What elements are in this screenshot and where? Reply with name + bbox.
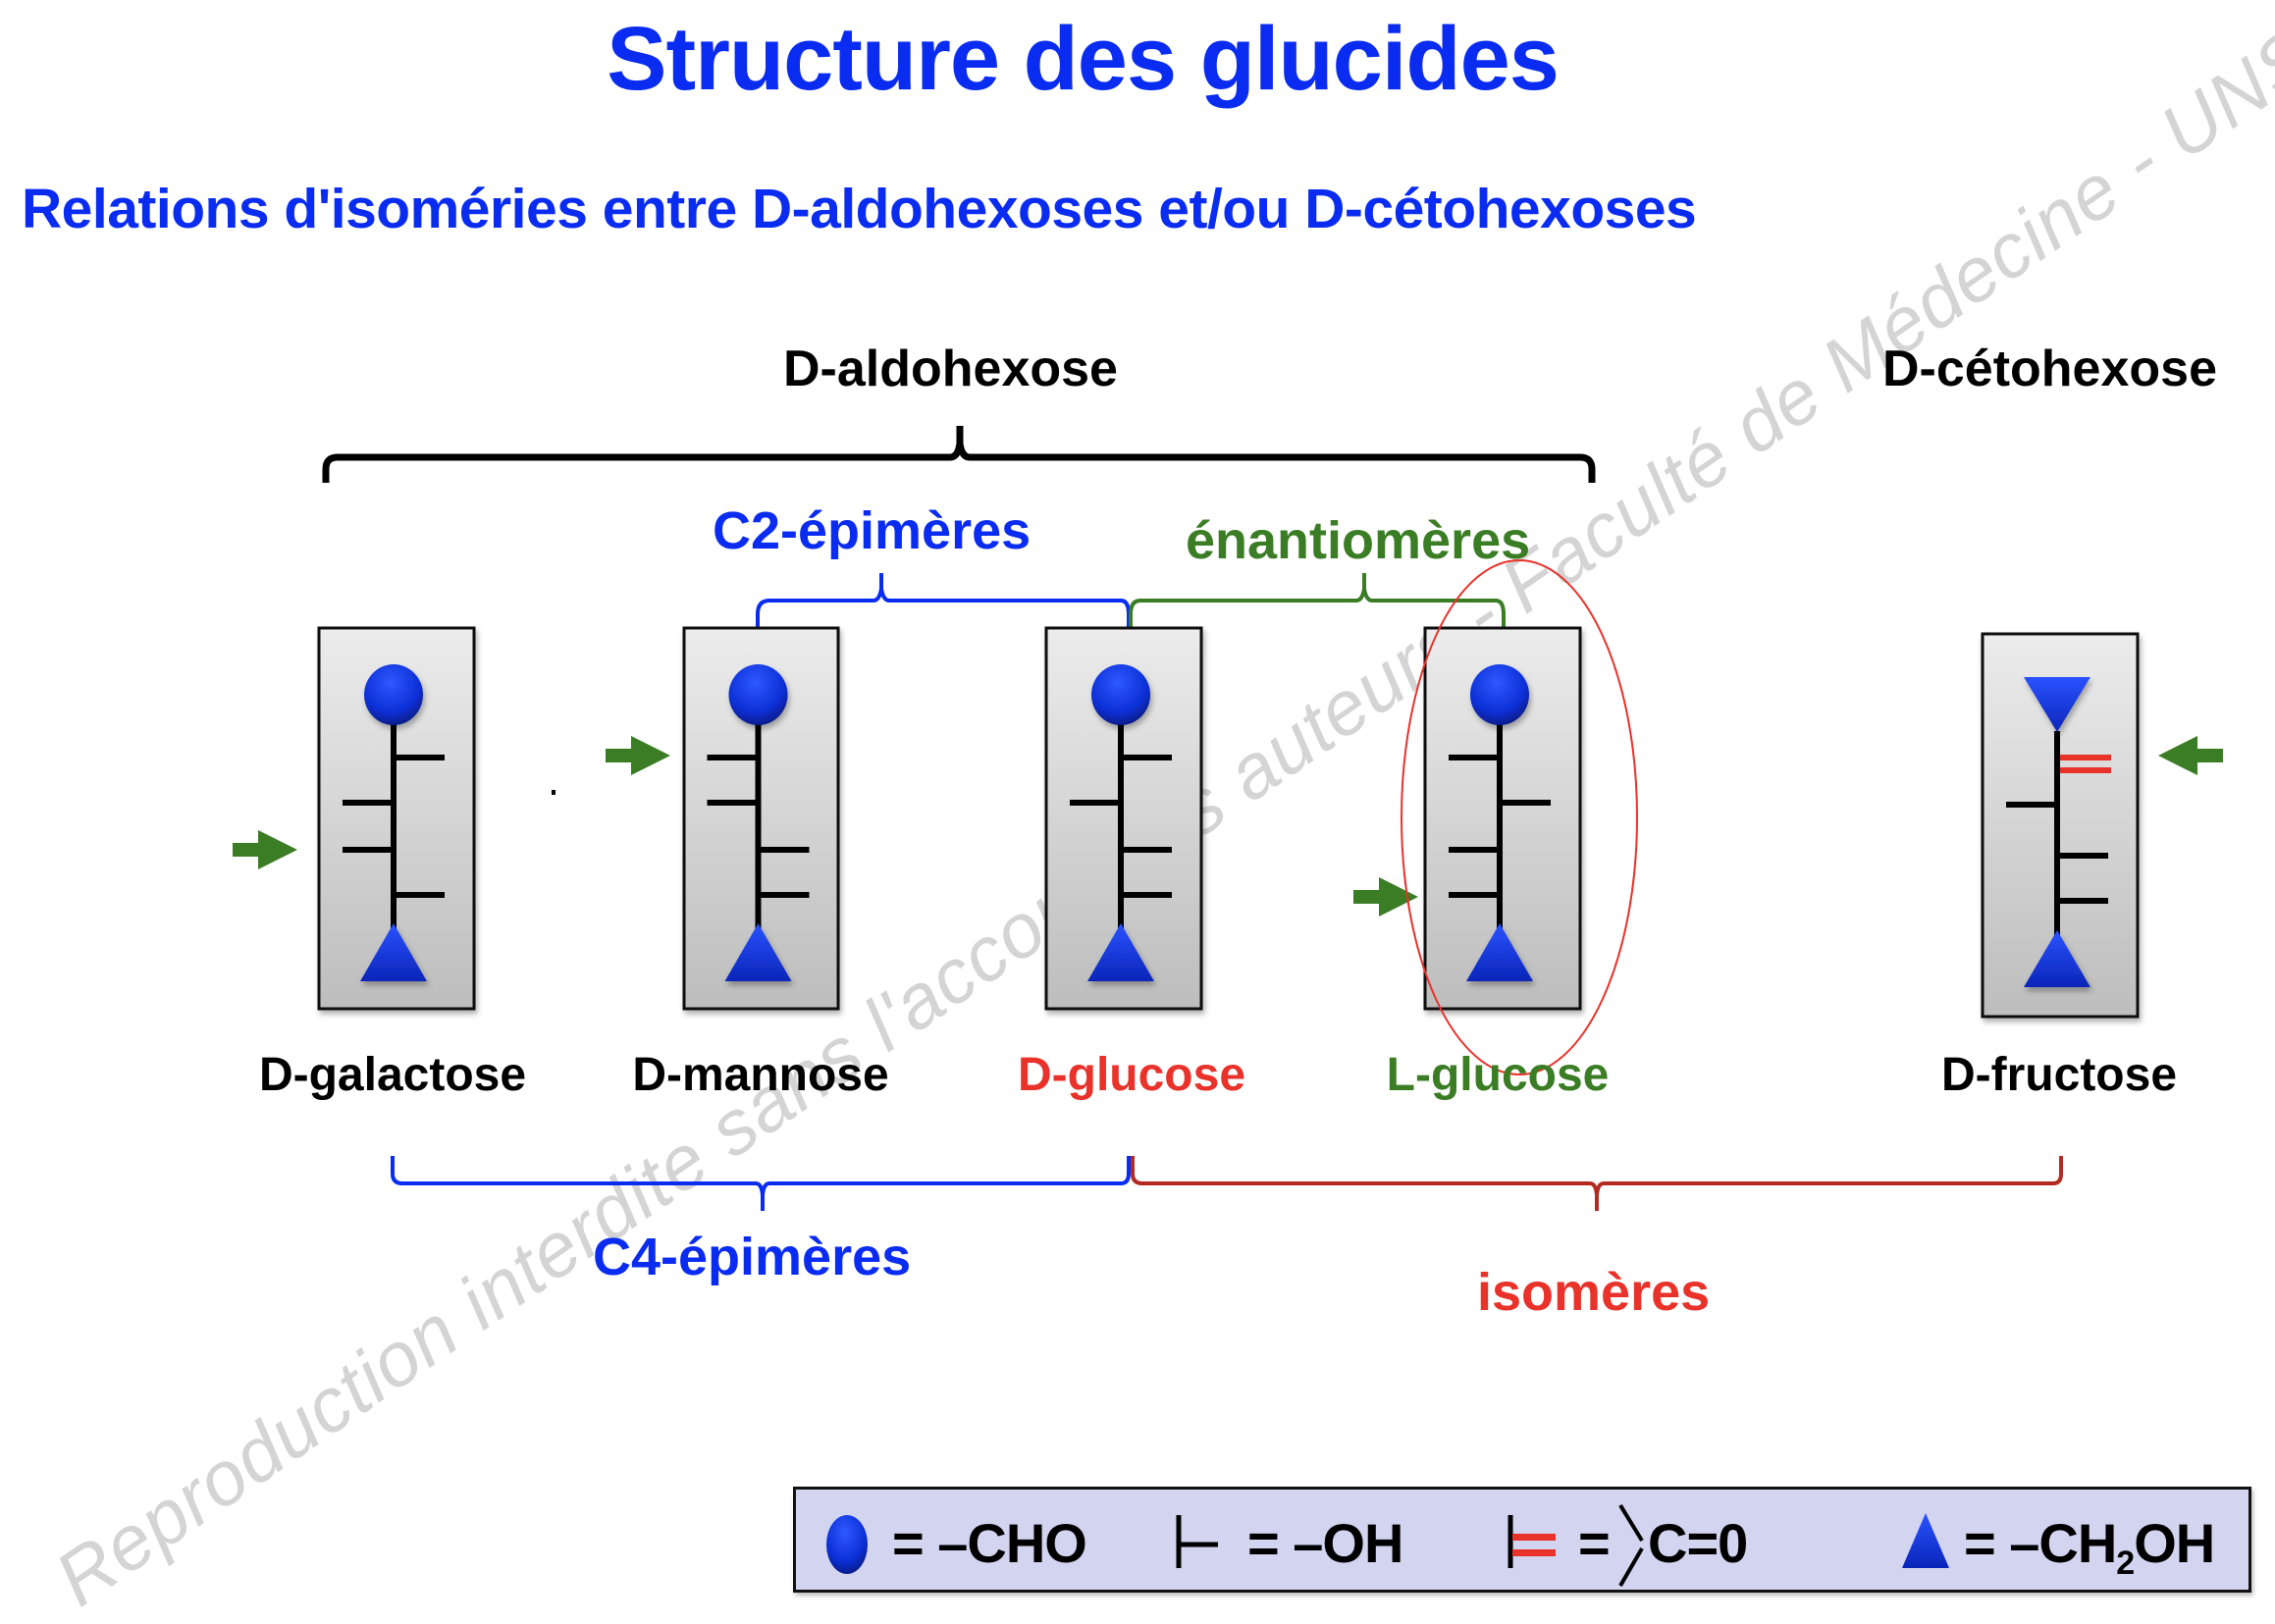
legend-ch2oh-suffix: OH xyxy=(2134,1512,2215,1574)
legend-oh-label: = –OH xyxy=(1247,1512,1403,1574)
bracket-aldohexose xyxy=(322,426,1596,483)
relation-label-c2-epimers: C2-épimères xyxy=(713,501,1032,560)
carbonyl-bond xyxy=(2060,755,2111,760)
ch2oh-triangle-down-icon xyxy=(2024,677,2090,732)
legend-ch2oh-label: = –CH2OH xyxy=(1964,1511,2215,1583)
l-glucose-highlight-ellipse xyxy=(1401,559,1638,1075)
molecule-box-d-fructose xyxy=(1981,632,2140,1019)
molecule-box-l-glucose xyxy=(1423,626,1582,1011)
stray-dot xyxy=(552,790,556,795)
legend-cho-ball-icon xyxy=(826,1515,868,1574)
molecule-box-d-mannose xyxy=(682,626,840,1011)
molecule-box-d-galactose xyxy=(317,626,476,1011)
legend-carbonyl-bond-icon xyxy=(1508,1515,1556,1568)
green-arrow-icon xyxy=(1353,877,1418,917)
cho-ball-icon xyxy=(728,664,788,725)
molecule-name-galactose: D-galactose xyxy=(258,1049,527,1101)
relation-label-enantiomers: énantiomères xyxy=(1186,511,1531,570)
molecule-box-d-glucose xyxy=(1044,626,1203,1011)
relation-label-isomers: isomères xyxy=(1477,1263,1711,1322)
ch2oh-triangle-icon xyxy=(724,923,792,981)
relation-label-c4-epimers: C4-épimères xyxy=(593,1228,912,1286)
bracket-c4-epimers xyxy=(391,1156,1131,1211)
green-arrow-icon xyxy=(606,736,670,775)
ch2oh-triangle-icon xyxy=(360,923,427,981)
cho-ball-icon xyxy=(1470,664,1529,725)
molecule-name-mannose: D-mannose xyxy=(632,1049,889,1101)
bracket-enantiomers xyxy=(1129,573,1506,628)
page-title: Structure des glucides xyxy=(607,9,1560,109)
green-arrow-icon xyxy=(2158,736,2223,775)
molecule-name-fructose: D-fructose xyxy=(1940,1049,2178,1101)
green-arrow-icon xyxy=(233,830,297,869)
cho-ball-icon xyxy=(364,664,423,725)
legend-ketone-angle-icon xyxy=(1618,1503,1644,1588)
group-label-aldohexose: D-aldohexose xyxy=(783,341,1118,397)
legend-co-equals: = xyxy=(1578,1512,1611,1574)
molecule-name-l-glucose: L-glucose xyxy=(1386,1049,1610,1101)
ch2oh-triangle-icon xyxy=(1087,923,1154,981)
ch2oh-triangle-icon xyxy=(2024,930,2090,987)
legend-oh-bond-icon xyxy=(1176,1515,1218,1568)
molecule-name-d-glucose: D-glucose xyxy=(1017,1049,1246,1101)
ch2oh-triangle-icon xyxy=(1466,923,1533,981)
legend-ch2oh-triangle-icon xyxy=(1902,1513,1949,1568)
legend-box: = –CHO = –OH = C=0 = –CH2OH xyxy=(793,1487,2251,1593)
bracket-c2-epimers xyxy=(756,573,1131,628)
legend-symbols xyxy=(826,1503,1949,1588)
group-label-cetohexose: D-cétohexose xyxy=(1882,341,2217,397)
legend-co-label: C=0 xyxy=(1648,1512,1748,1574)
page-subtitle: Relations d'isoméries entre D-aldohexose… xyxy=(22,178,1697,240)
legend-ch2oh-subscript: 2 xyxy=(2116,1545,2135,1582)
bracket-isomers xyxy=(1131,1156,2063,1211)
legend-cho-label: = –CHO xyxy=(892,1512,1087,1574)
cho-ball-icon xyxy=(1091,664,1150,725)
legend-ch2oh-prefix: = –CH xyxy=(1964,1512,2117,1574)
